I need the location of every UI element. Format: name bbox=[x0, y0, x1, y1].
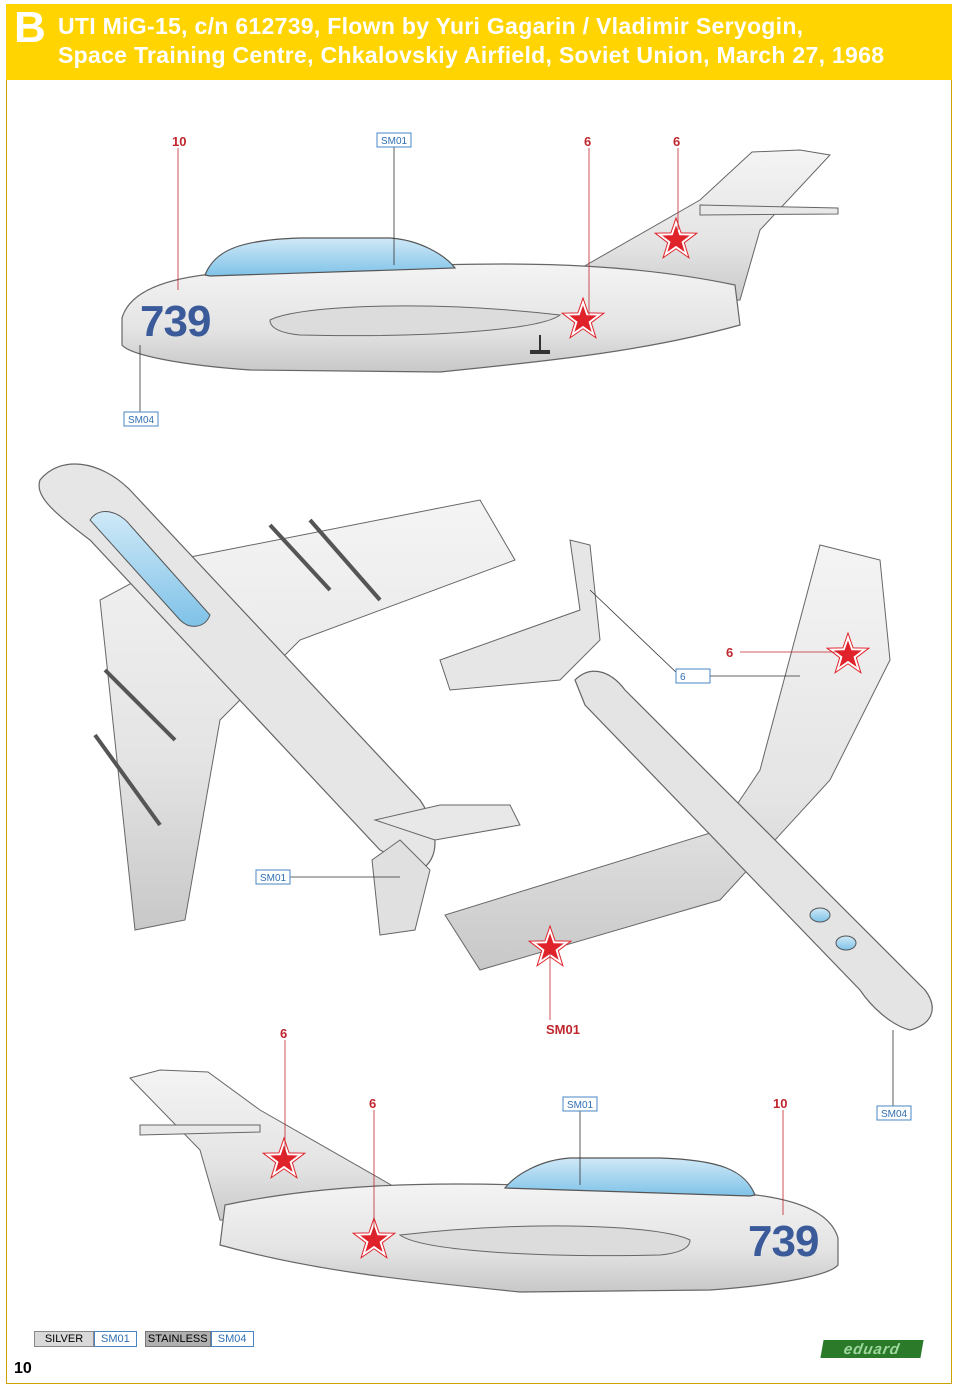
callout-label: 6 bbox=[280, 1026, 287, 1041]
callout-code: SM04 bbox=[128, 415, 155, 426]
header-bar bbox=[6, 4, 952, 80]
title-line-2: Space Training Centre, Chkalovskiy Airfi… bbox=[58, 42, 885, 68]
side-profile-left bbox=[121, 149, 839, 373]
eduard-logo: eduard bbox=[820, 1340, 924, 1358]
callout-label: 6 bbox=[369, 1096, 376, 1111]
color-legend: SILVER SM01 STAINLESS SM04 bbox=[34, 1330, 254, 1348]
callout-label: SM01 bbox=[546, 1022, 580, 1037]
callout-code: SM01 bbox=[260, 873, 287, 884]
callout-code: SM04 bbox=[881, 1109, 908, 1120]
legend-silver-swatch: SILVER bbox=[34, 1331, 94, 1347]
callout-label: 6 bbox=[726, 645, 733, 660]
legend-stainless-swatch: STAINLESS bbox=[144, 1331, 211, 1347]
callout-planform-upper: SM01 bbox=[255, 869, 400, 885]
side-profile-right bbox=[129, 1069, 839, 1293]
callouts-planform-lower: 6 6 SM01 bbox=[546, 589, 894, 1107]
callout-label: 10 bbox=[172, 134, 186, 149]
planform-lower bbox=[439, 539, 933, 1031]
legend-stainless-code: SM04 bbox=[210, 1331, 254, 1347]
callouts-top: 10 SM01 6 6 SM04 bbox=[123, 132, 680, 427]
aircraft-number: 739 bbox=[748, 1217, 818, 1266]
callout-code: 6 bbox=[680, 672, 686, 683]
scheme-letter: B bbox=[14, 3, 46, 52]
callout-code: SM01 bbox=[381, 136, 408, 147]
planform-upper bbox=[38, 463, 521, 936]
page-number: 10 bbox=[14, 1360, 32, 1377]
legend-silver-code: SM01 bbox=[94, 1331, 137, 1347]
title-line-1: UTI MiG-15, c/n 612739, Flown by Yuri Ga… bbox=[58, 13, 804, 39]
aircraft-number: 739 bbox=[140, 297, 210, 346]
callout-label: 10 bbox=[773, 1096, 787, 1111]
callout-label: 6 bbox=[673, 134, 680, 149]
callouts-bottom: 6 6 SM01 10 SM04 bbox=[280, 1026, 912, 1240]
callout-label: 6 bbox=[584, 134, 591, 149]
callout-code: SM01 bbox=[567, 1100, 594, 1111]
